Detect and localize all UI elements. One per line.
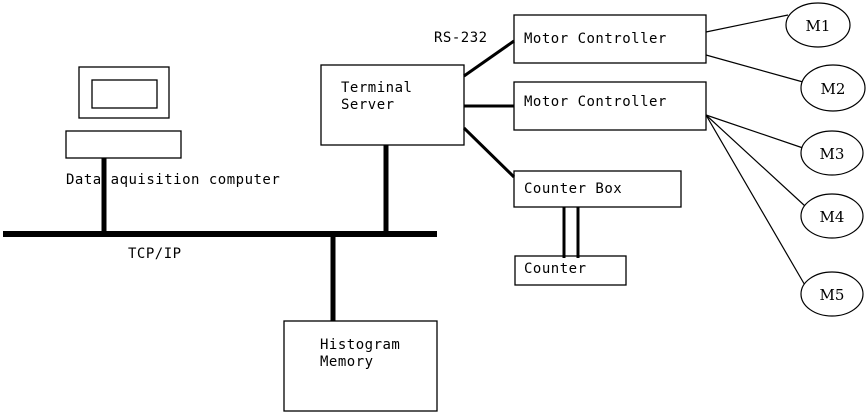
motor-m5-ellipse: [800, 271, 864, 317]
terminal-server-label-line2: Server: [341, 97, 395, 113]
link-mc1-to-m2: [705, 54, 804, 83]
link-mc2-to-m4: [705, 114, 806, 207]
rs232-link-to-motor-controller-1: [463, 39, 515, 78]
daq-computer-caption: Data aquisition computer: [66, 172, 281, 188]
computer-base-box: [65, 130, 182, 159]
monitor-screen: [91, 79, 158, 109]
link-mc2-to-m3: [705, 114, 804, 149]
counter-box-label: Counter Box: [524, 181, 623, 197]
link-mc1-to-m1: [705, 14, 789, 33]
tcpip-bus-label: TCP/IP: [128, 246, 182, 262]
histogram-memory-box: [283, 320, 438, 412]
motor-m1-ellipse: [785, 2, 851, 48]
motor-m4-ellipse: [800, 193, 864, 239]
rs232-link-to-counter-box: [462, 126, 516, 179]
terminal-server-label-line1: Terminal: [341, 80, 413, 96]
counter-label: Counter: [524, 261, 587, 277]
motor-controller-1-label: Motor Controller: [524, 31, 667, 47]
motor-m2-label: M2: [820, 80, 846, 98]
histogram-memory-label-line1: Histogram: [320, 337, 401, 353]
motor-m3-label: M3: [819, 145, 845, 163]
counter-box: [514, 255, 627, 286]
motor-m3-ellipse: [800, 130, 864, 176]
motor-m4-label: M4: [819, 208, 845, 226]
motor-m2-ellipse: [800, 64, 866, 112]
rs232-link-label: RS-232: [434, 30, 488, 46]
histogram-memory-label-line2: Memory: [320, 354, 374, 370]
motor-m5-label: M5: [819, 286, 845, 304]
motor-controller-2-label: Motor Controller: [524, 94, 667, 110]
motor-m1-label: M1: [805, 17, 831, 35]
counter-box-box: [513, 170, 682, 208]
motor-controller-1-box: [513, 14, 707, 64]
link-mc2-to-m5: [705, 114, 807, 288]
terminal-server-box: [320, 64, 465, 146]
